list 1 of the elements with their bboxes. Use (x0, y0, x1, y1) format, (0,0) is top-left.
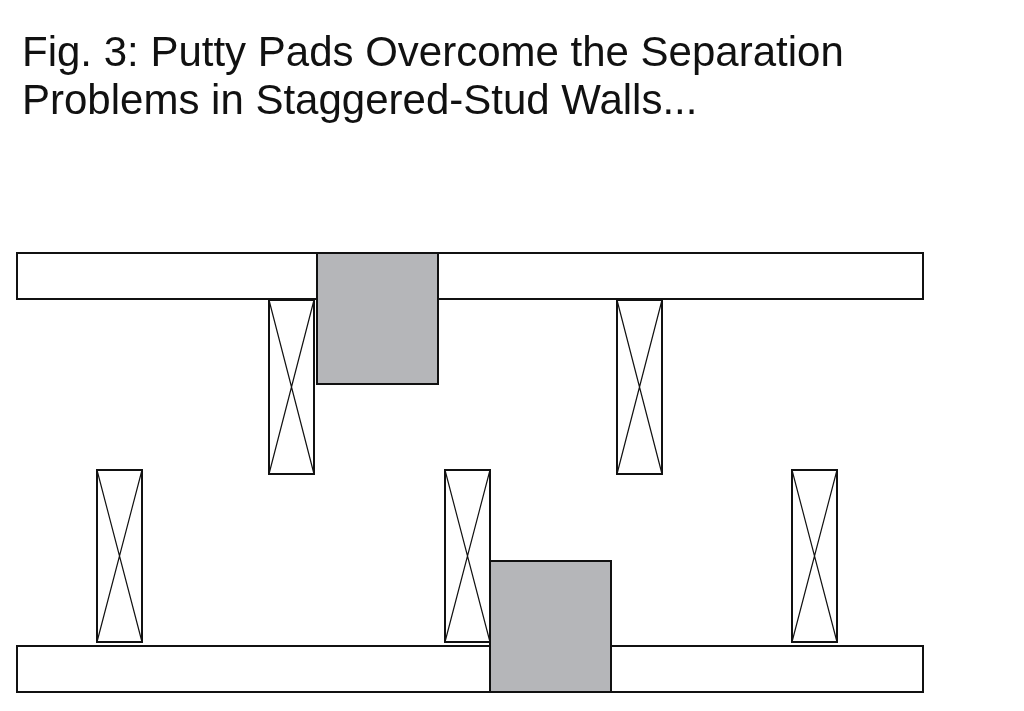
figure-title: Fig. 3: Putty Pads Overcome the Separation Problems in Staggered-Stud Walls... (22, 28, 845, 124)
